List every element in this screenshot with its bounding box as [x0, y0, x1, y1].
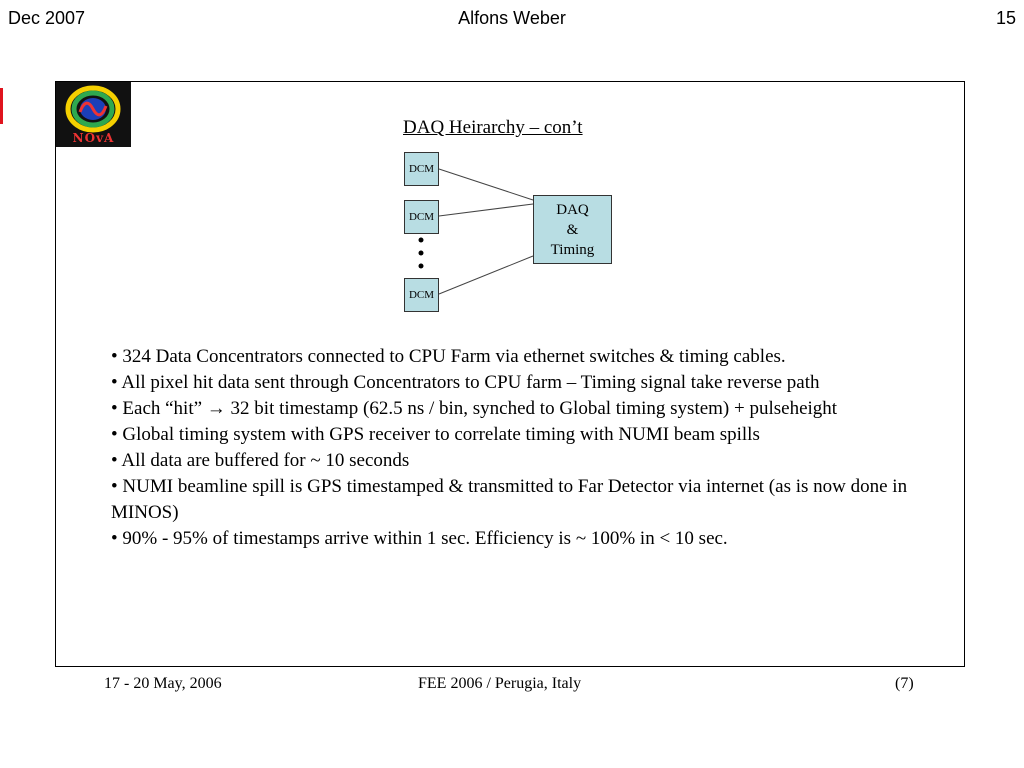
footer-slide-number: (7) — [895, 675, 914, 692]
bullet-item: • All pixel hit data sent through Concen… — [111, 372, 820, 393]
connector-line-1 — [438, 168, 534, 201]
bullet-item: • All data are buffered for ~ 10 seconds — [111, 450, 410, 471]
nova-logo: NOvA — [56, 82, 131, 147]
bullet-item: • NUMI beamline spill is GPS timestamped… — [111, 476, 908, 523]
dcm-box: DCM — [404, 278, 439, 312]
connector-line-3 — [438, 255, 534, 295]
timing-label: Timing — [550, 241, 595, 258]
connector-line-2 — [438, 203, 534, 217]
slide-frame: NOvA DAQ Heirarchy – con’t DCM DCM DCM D… — [55, 81, 965, 667]
header-author: Alfons Weber — [458, 8, 566, 28]
footer-date: 17 - 20 May, 2006 — [104, 675, 222, 692]
footer-venue: FEE 2006 / Perugia, Italy — [418, 675, 582, 692]
nova-logo-graphic — [65, 85, 121, 133]
bullet-item: • 324 Data Concentrators connected to CP… — [111, 346, 786, 367]
daq-timing-box: DAQ & Timing — [533, 195, 612, 264]
red-edge-mark — [0, 88, 3, 124]
ellipsis-dot — [418, 250, 424, 256]
dcm-box: DCM — [404, 200, 439, 234]
daq-label: DAQ — [556, 201, 589, 218]
bullet-item: • 90% - 95% of timestamps arrive within … — [111, 528, 728, 549]
page-number: 15 — [995, 8, 1016, 28]
diagram-title: DAQ Heirarchy – con’t — [403, 117, 583, 138]
bullet-item: • Each “hit” → 32 bit timestamp (62.5 ns… — [111, 398, 838, 419]
dcm-box: DCM — [404, 152, 439, 186]
nova-logo-text: NOvA — [72, 131, 115, 145]
ellipsis-dot — [418, 237, 424, 243]
bullet-item: • Global timing system with GPS receiver… — [111, 424, 760, 445]
bullet-list: • 324 Data Concentrators connected to CP… — [111, 344, 911, 552]
daq-ampersand: & — [566, 221, 579, 238]
ellipsis-dot — [418, 263, 424, 269]
header-date: Dec 2007 — [8, 8, 86, 28]
